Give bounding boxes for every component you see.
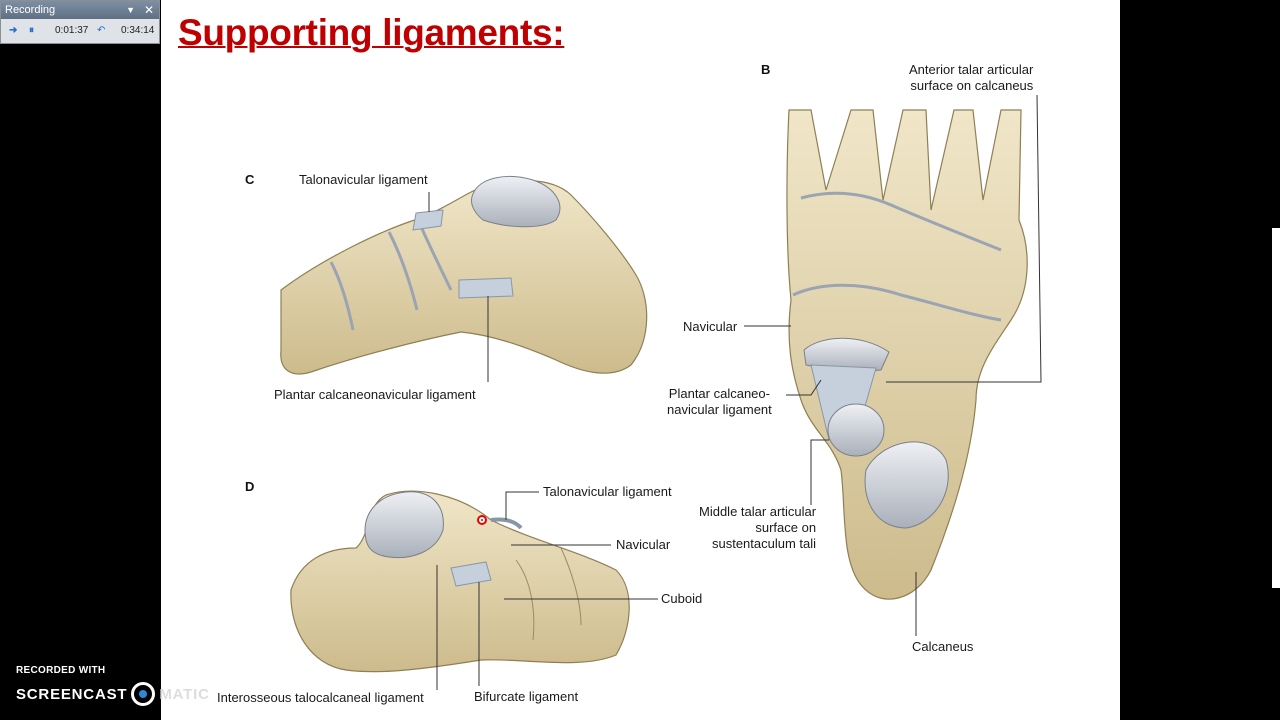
- watermark-line2: SCREENCAST MATIC: [16, 682, 210, 706]
- label-plantar-calcaneonavicular-ligament-b: Plantar calcaneo- navicular ligament: [667, 386, 772, 418]
- pointer-cursor: [477, 515, 487, 525]
- posterior-talar-articular-surface: [864, 441, 949, 529]
- leader-line: [810, 439, 829, 505]
- foot-bones-superior: [786, 109, 1028, 600]
- joint-lines: [800, 191, 1002, 252]
- label-bifurcate-ligament: Bifurcate ligament: [474, 689, 579, 704]
- label-line: Middle talar articular: [699, 504, 817, 519]
- dropdown-icon[interactable]: ▼: [126, 5, 135, 15]
- label-line: Anterior talar articular: [909, 62, 1034, 77]
- panel-c-figure: [280, 176, 648, 382]
- talonavicular-ligament-d: [490, 517, 523, 530]
- leader-line: [886, 94, 1042, 383]
- plantar-calcaneonavicular-ligament-c: [458, 277, 514, 299]
- side-panel-edge: [1272, 228, 1280, 588]
- watermark-brand-suffix: MATIC: [159, 685, 210, 703]
- remaining-time: 0:34:14: [121, 25, 155, 36]
- joint-lines: [792, 283, 1002, 322]
- recording-toolbar: Recording ▼ ✕ ➜ ⏸ 0:01:37 ↶ 0:34:14: [0, 0, 160, 44]
- recording-titlebar: Recording ▼ ✕: [1, 1, 159, 19]
- label-plantar-calcaneonavicular-ligament-c: Plantar calcaneonavicular ligament: [274, 387, 476, 402]
- slide-title: Supporting ligaments:: [178, 12, 565, 53]
- panel-b-letter: B: [761, 62, 771, 77]
- label-line: surface on calcaneus: [910, 78, 1034, 93]
- close-icon[interactable]: ✕: [143, 3, 154, 17]
- leader-line: [505, 491, 539, 520]
- label-interosseous-talocalcaneal-ligament: Interosseous talocalcaneal ligament: [217, 690, 424, 705]
- label-anterior-talar-articular-surface: Anterior talar articular surface on calc…: [909, 62, 1033, 94]
- label-line: Plantar calcaneo-: [668, 386, 770, 401]
- record-icon[interactable]: ➜: [9, 25, 18, 36]
- label-cuboid: Cuboid: [661, 591, 703, 606]
- label-navicular-d: Navicular: [616, 537, 671, 552]
- slide: Supporting ligaments:: [161, 0, 1120, 720]
- watermark-brand: SCREENCAST: [16, 685, 128, 703]
- undo-icon[interactable]: ↶: [97, 25, 106, 36]
- label-talonavicular-ligament-d: Talonavicular ligament: [543, 484, 672, 499]
- label-line: sustentaculum tali: [711, 536, 817, 551]
- label-navicular-b: Navicular: [683, 319, 738, 334]
- label-line: navicular ligament: [667, 402, 772, 417]
- recording-controls: ➜ ⏸ 0:01:37 ↶ 0:34:14: [1, 19, 159, 43]
- recording-title: Recording: [5, 4, 56, 16]
- talar-head-cartilage: [470, 176, 561, 228]
- elapsed-time: 0:01:37: [55, 25, 89, 36]
- bifurcate-ligament: [450, 561, 492, 587]
- label-line: surface on: [755, 520, 817, 535]
- talar-trochlea-cartilage: [364, 491, 444, 559]
- label-middle-talar-articular-surface: Middle talar articular surface on susten…: [699, 504, 816, 552]
- panel-d-figure: [290, 490, 658, 690]
- middle-talar-articular-surface: [827, 403, 885, 457]
- foot-illustration: [280, 94, 1042, 690]
- screencast-watermark: RECORDED WITH SCREENCAST MATIC: [16, 665, 210, 706]
- panel-c-letter: C: [245, 172, 255, 187]
- foot-bones-medial: [280, 180, 648, 375]
- label-talonavicular-ligament-c: Talonavicular ligament: [299, 172, 428, 187]
- label-calcaneus: Calcaneus: [912, 639, 974, 654]
- leader-line: [786, 379, 822, 396]
- pause-icon[interactable]: ⏸: [29, 25, 34, 36]
- talonavicular-ligament-c: [412, 209, 444, 231]
- panel-b-figure: [744, 94, 1042, 636]
- watermark-line1: RECORDED WITH: [16, 665, 106, 676]
- joint-lines: [515, 547, 582, 641]
- panel-d-letter: D: [245, 479, 255, 494]
- screencast-logo-icon: [131, 682, 156, 706]
